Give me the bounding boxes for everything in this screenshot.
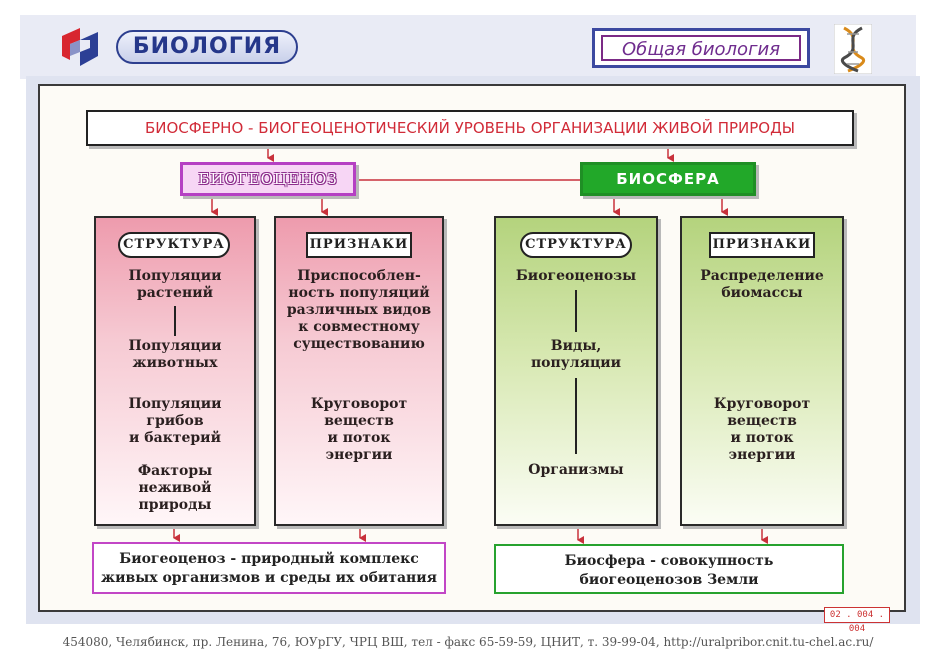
structure-item: Организмы <box>528 462 624 478</box>
feature-item: Круговорот веществ и поток энергии <box>310 396 408 463</box>
biosphere-features-column <box>680 216 844 526</box>
biosphere-label: БИОСФЕРА <box>583 165 753 193</box>
connector-line <box>174 306 176 336</box>
biogeocenosis-header: БИОГЕОЦЕНОЗ <box>180 162 356 196</box>
footer-address: 454080, Челябинск, пр. Ленина, 76, ЮУрГУ… <box>62 635 874 649</box>
biogeocenosis-label: БИОГЕОЦЕНОЗ <box>183 165 353 193</box>
biosphere-structure-column <box>494 216 658 526</box>
structure-item: Биогеоценозы <box>515 268 637 284</box>
structure-item: Виды, популяции <box>530 338 622 371</box>
structure-item: Популяции растений <box>128 268 222 301</box>
feature-item: Круговорот веществ и поток энергии <box>713 396 811 463</box>
feature-item: Приспособлен- ность популяций различных … <box>286 268 432 352</box>
course-title-box: Общая биология <box>592 28 810 68</box>
biosphere-definition: Биосфера - совокупность биогеоценозов Зе… <box>564 553 774 588</box>
biogeocenosis-features-column <box>274 216 444 526</box>
connector-line <box>575 378 577 454</box>
biogeocenosis-definition: Биогеоценоз - природный комплекс живых о… <box>100 551 438 586</box>
biosphere-header: БИОСФЕРА <box>580 162 756 196</box>
biosphere-structure-label: СТРУКТУРА <box>520 232 632 258</box>
biogeocenosis-structure-label: СТРУКТУРА <box>118 232 230 258</box>
structure-item: Популяции животных <box>128 338 222 371</box>
biogeocenosis-features-label: ПРИЗНАКИ <box>306 232 412 258</box>
brand-title: БИОЛОГИЯ <box>116 30 298 64</box>
structure-item: Популяции грибов и бактерий <box>128 396 222 446</box>
structure-item: Факторы неживой природы <box>137 463 213 513</box>
connector-line <box>575 290 577 332</box>
course-title: Общая биология <box>601 35 801 61</box>
diagram-title: БИОСФЕРНО - БИОГЕОЦЕНОТИЧЕСКИЙ УРОВЕНЬ О… <box>86 110 854 146</box>
biosphere-features-label: ПРИЗНАКИ <box>709 232 815 258</box>
dna-icon <box>834 24 872 74</box>
feature-item: Распределение биомассы <box>700 268 824 301</box>
logo-icon <box>62 28 98 66</box>
biogeocenosis-definition-box: Биогеоценоз - природный комплекс живых о… <box>92 542 446 594</box>
slide-code: 02 . 004 . 004 <box>824 607 890 634</box>
biogeocenosis-structure-column <box>94 216 256 526</box>
biosphere-definition-box: Биосфера - совокупность биогеоценозов Зе… <box>494 544 844 594</box>
